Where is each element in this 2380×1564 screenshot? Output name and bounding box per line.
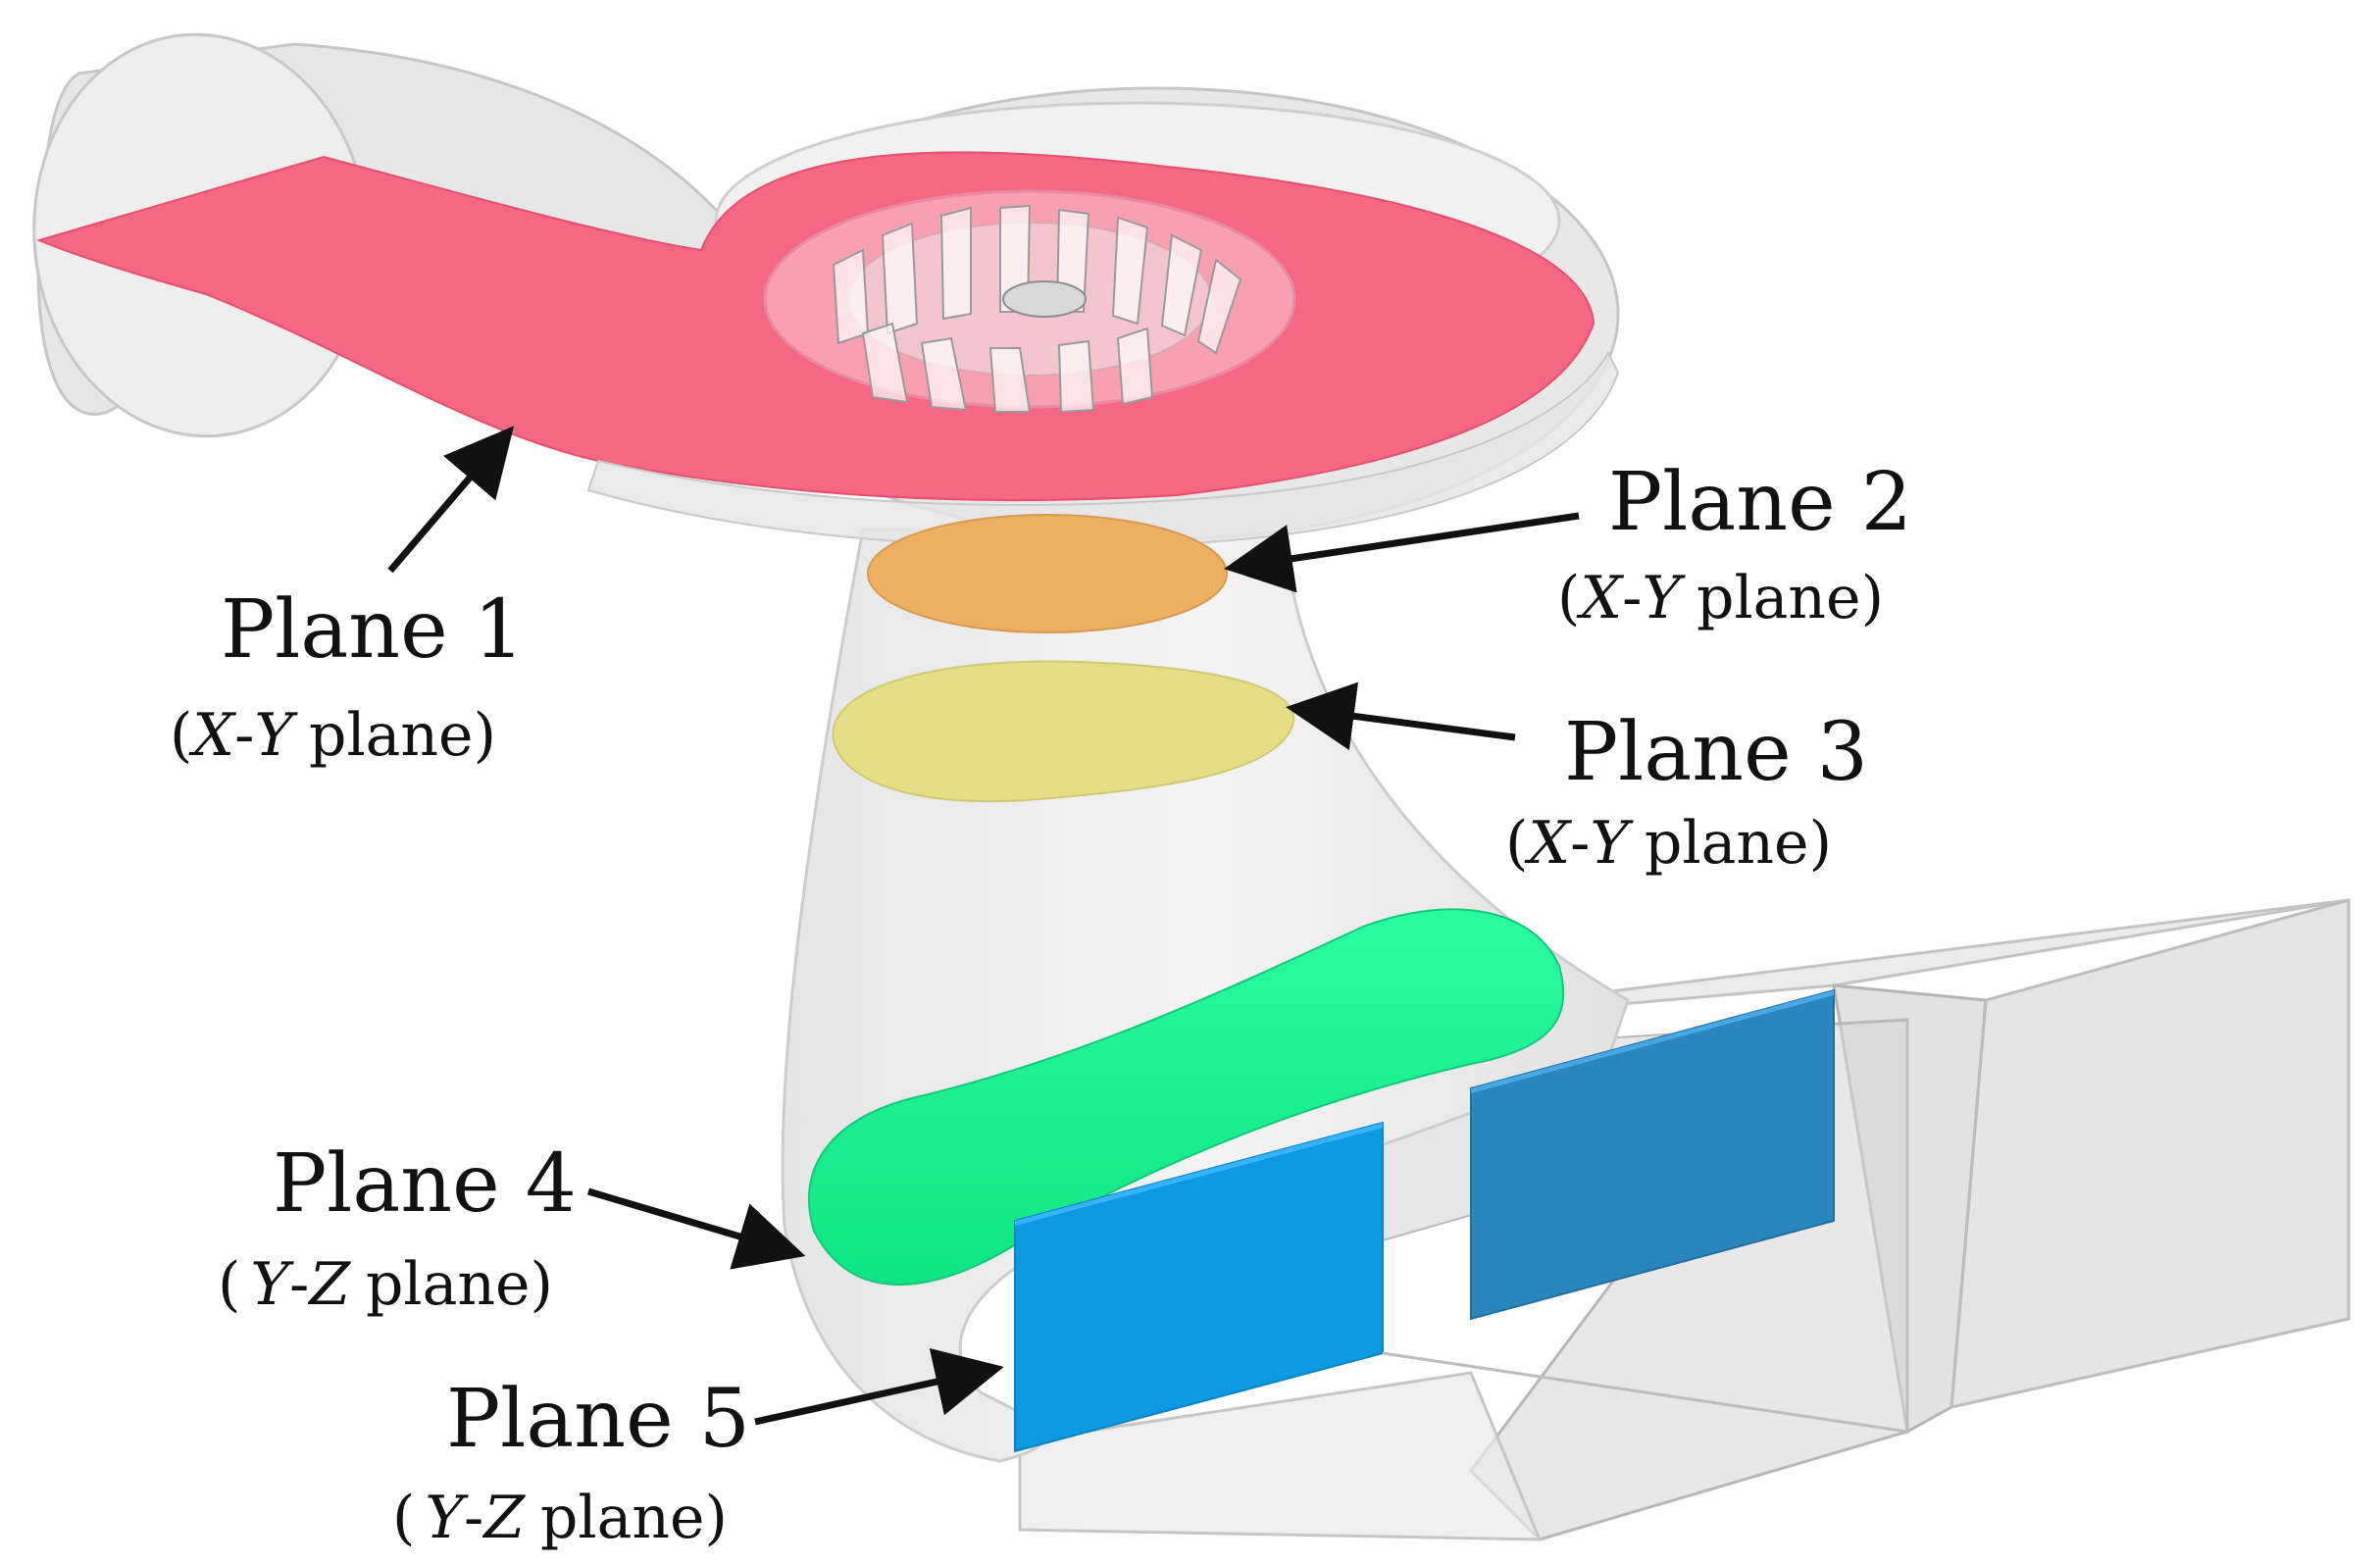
outlet-duct-right-face	[1950, 898, 2351, 1409]
plane5-panel-left-top	[1015, 1123, 1383, 1226]
plane2-arrow	[1224, 512, 1580, 593]
plane3-arrow	[1286, 681, 1516, 751]
plane4-title: Plane 4	[273, 1137, 577, 1231]
outlet-duct-front-edges	[1382, 999, 1988, 1434]
plane5-arrow	[754, 1347, 1004, 1426]
runner-hub	[1002, 280, 1087, 318]
plane3-title: Plane 3	[1564, 706, 1868, 799]
outlet-duct-bottom	[1018, 1371, 1543, 1541]
runner	[763, 189, 1296, 414]
arrows	[387, 426, 1580, 1426]
plane2-surface	[867, 514, 1228, 633]
plane1-arrow	[387, 426, 515, 574]
plane5-surfaces	[1014, 988, 1835, 1453]
plane1-title: Plane 1	[221, 583, 525, 677]
plane5-title: Plane 5	[446, 1373, 750, 1466]
plane5-panel-right-top	[1471, 990, 1834, 1093]
plane2-title: Plane 2	[1608, 456, 1912, 549]
plane4-arrow	[587, 1187, 806, 1270]
